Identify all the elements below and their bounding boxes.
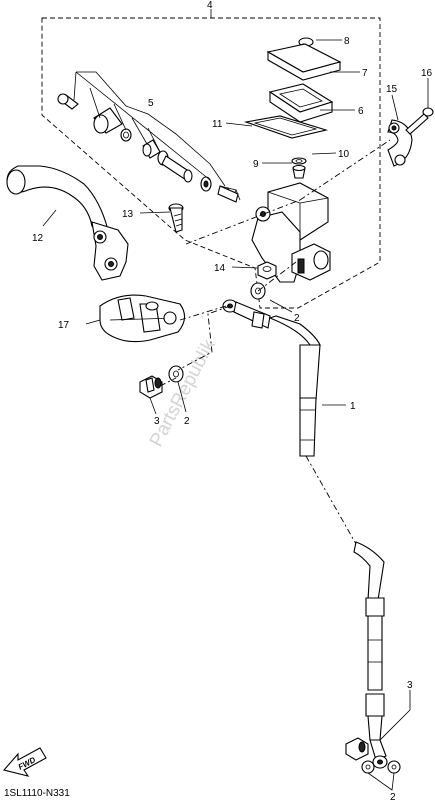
- part-10-washer[interactable]: [291, 157, 307, 165]
- callout-4: 4: [207, 0, 213, 11]
- part-1-brake-hose[interactable]: [222, 299, 388, 769]
- diagram-code: 1SL1110-N331: [4, 788, 70, 799]
- callout-15: 15: [386, 84, 398, 95]
- fwd-arrow: FWD: [2, 747, 47, 777]
- part-2-copper-washer-mid[interactable]: [168, 365, 184, 383]
- part-5-leader-lines: [73, 71, 226, 187]
- callout-8: 8: [344, 36, 350, 47]
- callout-7: 7: [362, 68, 368, 79]
- callout-13: 13: [122, 209, 134, 220]
- part-14-nut[interactable]: [257, 261, 277, 280]
- part-9-float[interactable]: [292, 164, 306, 179]
- part-13-pivot-bolt[interactable]: [168, 203, 184, 233]
- part-2-copper-washer-bottom-a[interactable]: [361, 760, 375, 774]
- callout-5: 5: [148, 98, 154, 109]
- part-12-brake-lever[interactable]: [6, 165, 129, 281]
- part-6-diaphragm-plate[interactable]: [268, 83, 334, 123]
- callout-16: 16: [421, 68, 433, 79]
- part-5-piston-kit[interactable]: [57, 93, 241, 203]
- callout-2-bottom: 2: [390, 792, 396, 800]
- callout-10: 10: [338, 149, 350, 160]
- callout-11: 11: [212, 119, 223, 130]
- part-7-reservoir-cap[interactable]: [266, 43, 342, 81]
- leader-lines: [42, 9, 429, 791]
- part-15-holder-clamp[interactable]: [387, 119, 413, 167]
- callout-17: 17: [58, 320, 70, 331]
- part-16-clamp-bolt[interactable]: [405, 107, 434, 135]
- master-cylinder-body[interactable]: [251, 182, 331, 283]
- callout-2-mid: 2: [184, 416, 190, 427]
- callout-14: 14: [214, 263, 226, 274]
- callout-12: 12: [32, 233, 44, 244]
- part-11-diaphragm[interactable]: [243, 115, 329, 139]
- part-17-hose-holder[interactable]: [99, 294, 186, 343]
- callout-6: 6: [358, 106, 364, 117]
- callout-2-top: 2: [294, 313, 300, 324]
- routing-lines: [159, 139, 391, 545]
- part-3-union-bolt-bottom[interactable]: [345, 737, 369, 761]
- callout-labels: 4 8 7 16 15 5 6 11 10 9 13 12 14 2 17 1 …: [32, 0, 433, 800]
- callout-3-top: 3: [154, 416, 160, 427]
- assembly-4-outline: [41, 17, 381, 309]
- callout-3-bottom: 3: [407, 680, 413, 691]
- part-2-copper-washer-bottom-b[interactable]: [387, 760, 401, 774]
- callout-1: 1: [350, 401, 356, 412]
- callout-9: 9: [253, 159, 259, 170]
- part-3-union-bolt-top[interactable]: [139, 375, 163, 399]
